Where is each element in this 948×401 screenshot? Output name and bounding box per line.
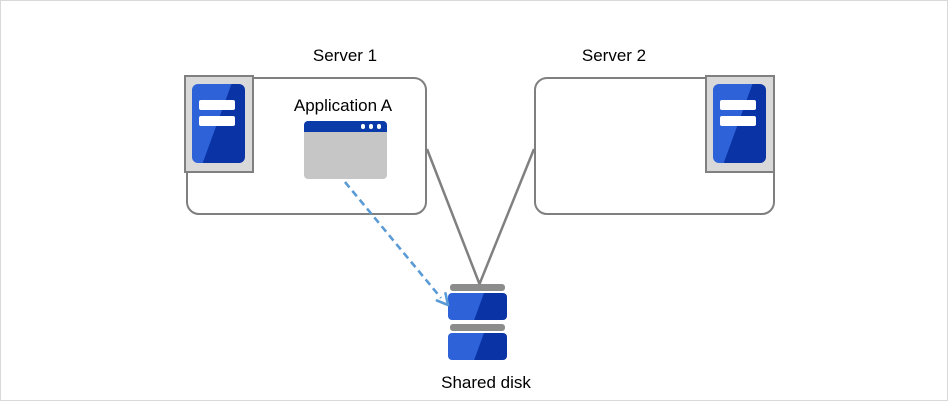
window-dots-icon [360,124,381,129]
server1-label: Server 1 [312,46,378,65]
server-tower-icon [192,84,245,163]
arrowhead-icon [435,291,450,307]
server-drive-slot [199,100,235,110]
disk-stack-icon-body [448,333,507,360]
shared-disk-label: Shared disk [441,373,531,392]
application-label: Application A [293,96,393,115]
app-window-body [304,132,387,179]
app-window-titlebar [304,121,387,132]
server2-label: Server 2 [581,46,647,65]
disk-stack-icon-cap [450,284,505,291]
server-tower-icon [713,84,766,163]
window-dot [376,124,381,129]
connector-server2-disk [478,148,536,285]
app-window-icon [304,121,387,179]
disk-stack-icon-cap [450,324,505,331]
server2-icon-frame [705,75,775,173]
disk-stack-icon-body [448,293,507,320]
window-dot [368,124,373,129]
server-drive-slot [720,100,756,110]
window-dot [360,124,365,129]
connector-server1-disk [425,148,481,285]
server-drive-slot [199,116,235,126]
server1-icon-frame [184,75,254,173]
server-drive-slot [720,116,756,126]
